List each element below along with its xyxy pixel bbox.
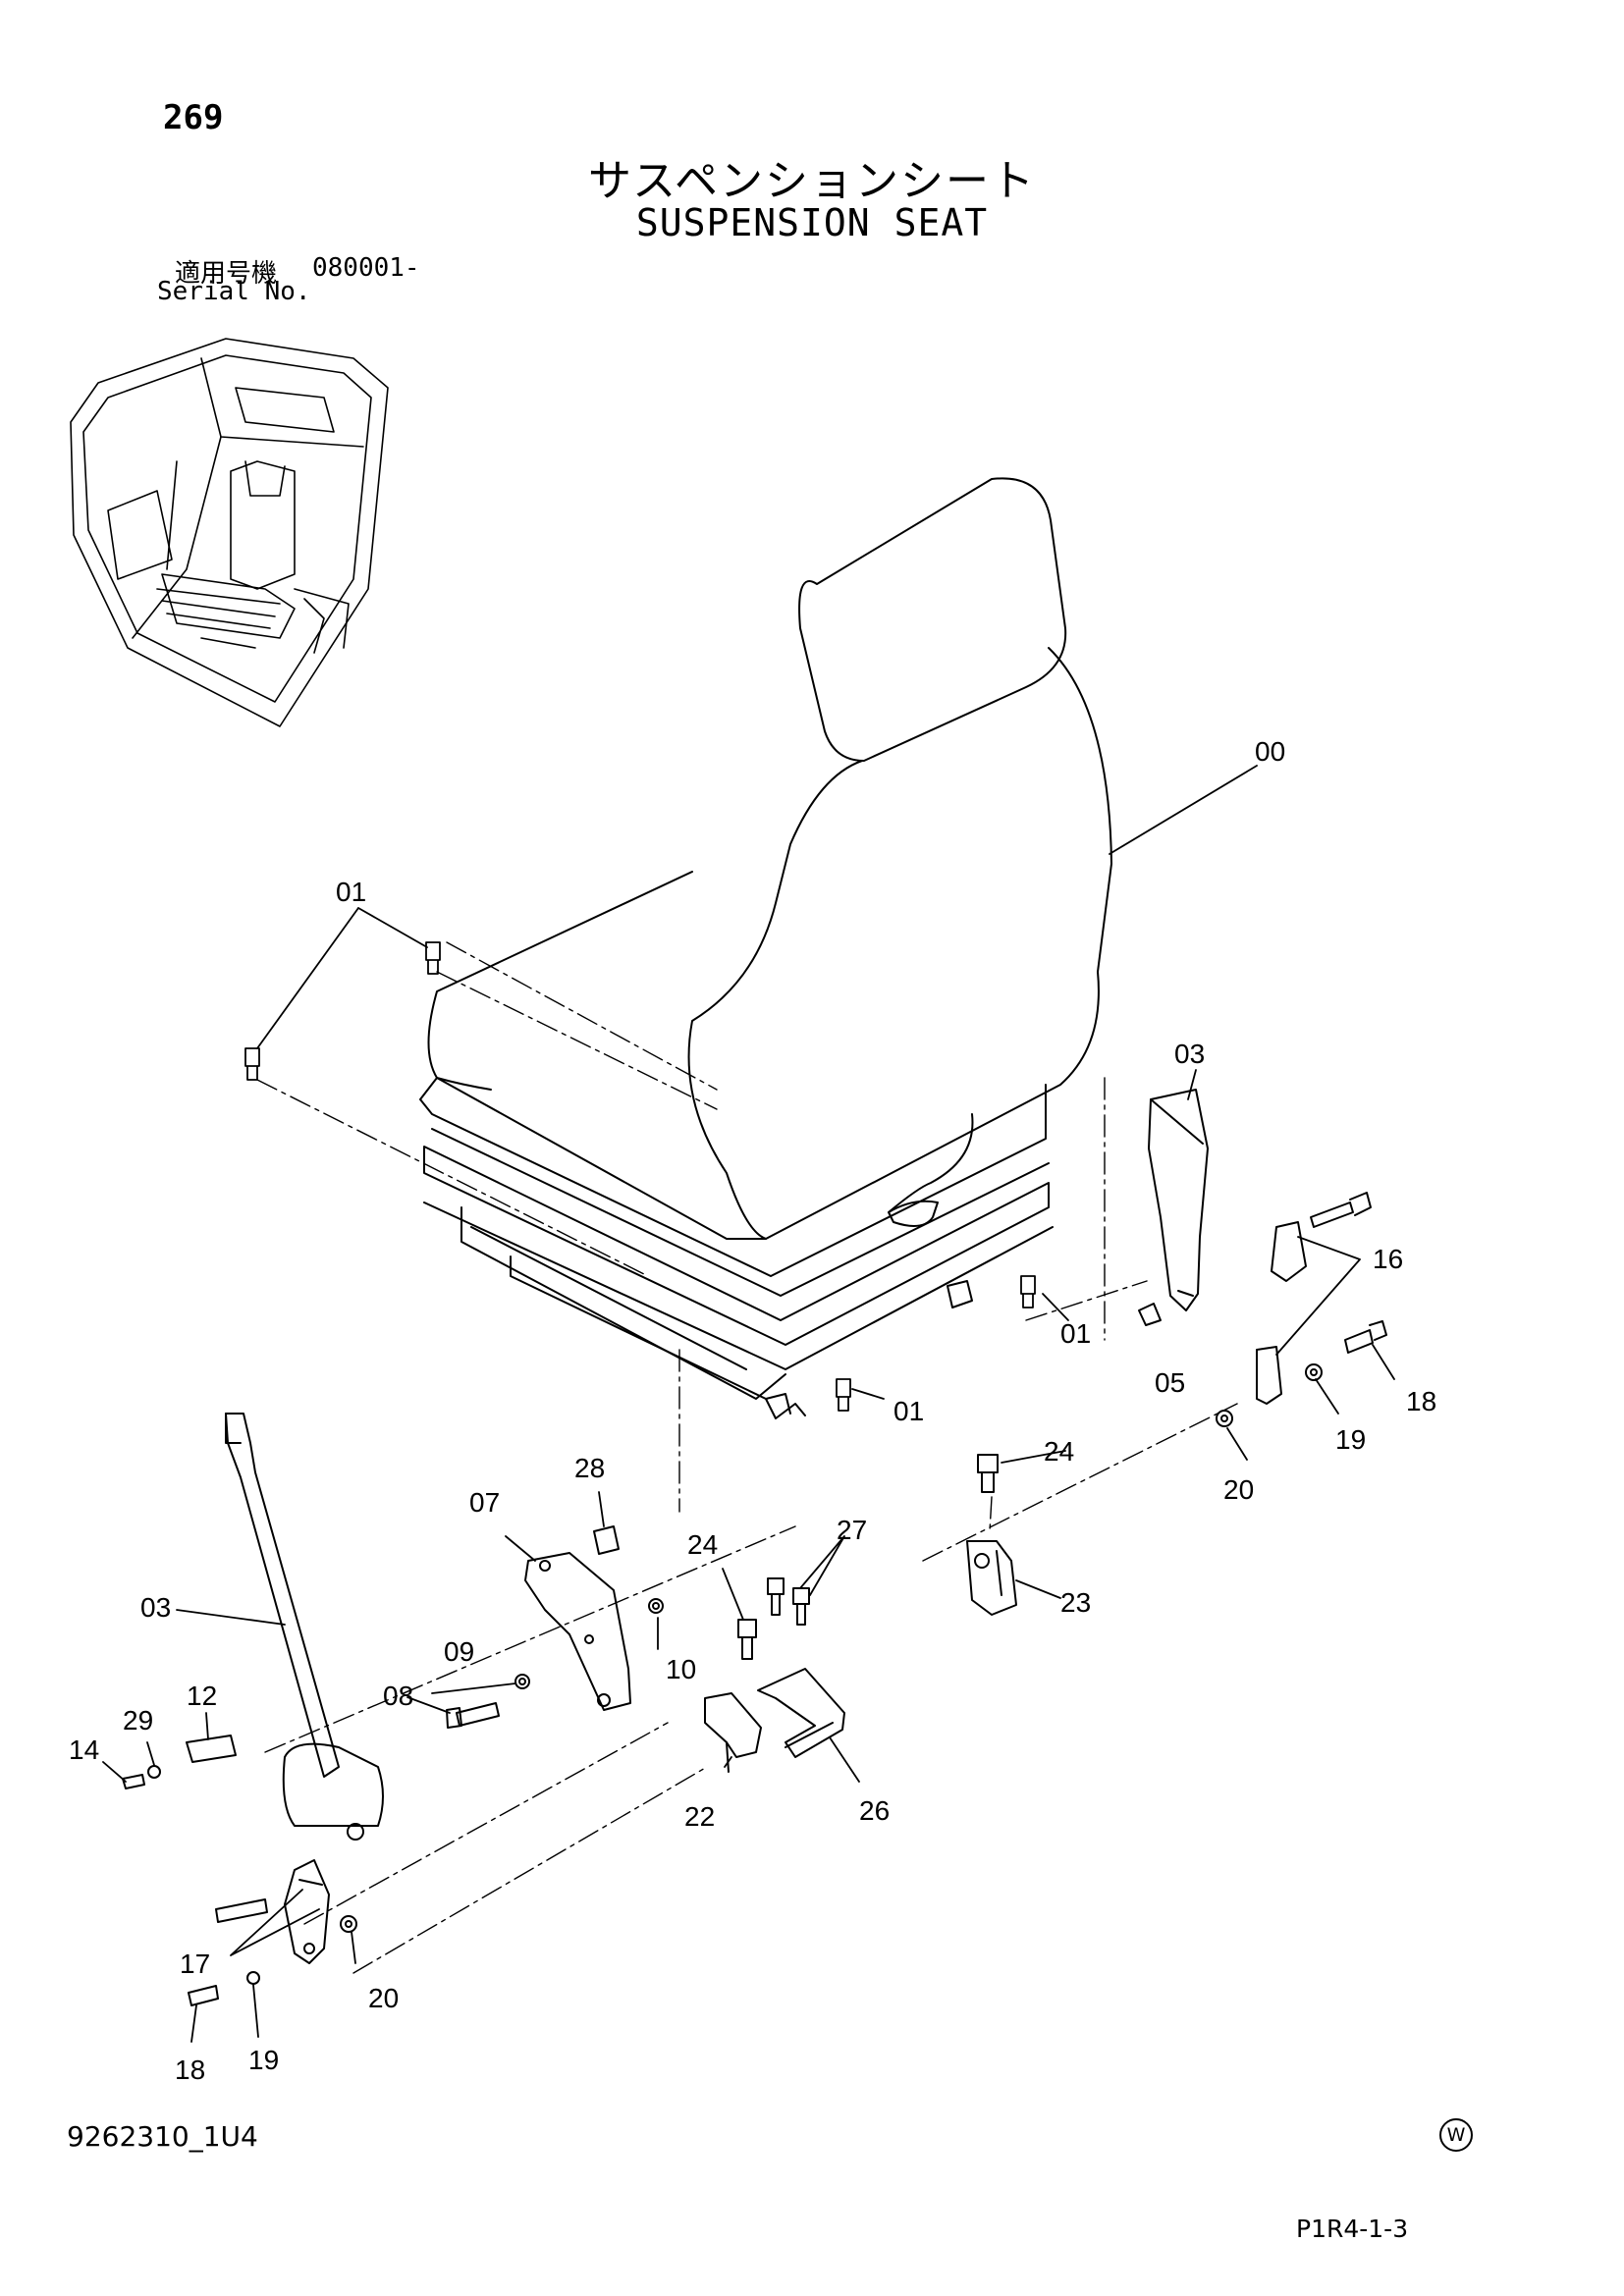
callout-26: 26 [859,1795,890,1826]
page-title-japanese: サスペンションシート [587,156,1037,206]
callout-labels: 00 01 01 01 01 03 03 05 07 08 09 10 12 1… [69,736,1436,2085]
callout-22: 22 [684,1801,715,1832]
callout-18: 18 [175,2055,205,2085]
callout-20: 20 [1223,1474,1254,1505]
left-seat-belt [122,1413,384,2006]
bolt-01 [244,941,1036,1412]
right-side-parts [966,1089,1387,1616]
serial-label-japanese: 適用号機 [175,259,278,289]
callout-27: 27 [837,1515,867,1545]
callout-14: 14 [69,1735,99,1765]
center-bottom-parts [446,1525,845,1773]
callout-12: 12 [187,1681,217,1711]
page-number: 269 [163,98,224,137]
leader-lines [102,765,1395,2043]
callout-24: 24 [1044,1436,1074,1467]
drawing-code: 9262310_1U4 [67,2120,258,2153]
page-code: P1R4-1-3 [1296,2215,1409,2243]
callout-29: 29 [123,1705,153,1735]
suspension-seat [244,477,1238,1974]
callout-19: 19 [1335,1424,1366,1455]
serial-label-english: Serial No. [157,277,311,306]
callout-23: 23 [1060,1587,1091,1618]
callout-03: 03 [140,1592,171,1623]
callout-18: 18 [1406,1386,1436,1416]
callout-09: 09 [444,1636,474,1667]
w-mark-icon: W [1439,2118,1473,2152]
callout-05: 05 [1155,1367,1185,1398]
callout-03: 03 [1174,1039,1205,1069]
callout-10: 10 [666,1654,696,1684]
callout-01: 01 [1060,1318,1091,1349]
callout-00: 00 [1255,736,1285,767]
serial-value: 080001- [312,253,420,283]
callout-24: 24 [687,1529,718,1560]
callout-16: 16 [1373,1244,1403,1274]
callout-19: 19 [248,2045,279,2075]
callout-28: 28 [574,1453,605,1483]
callout-01: 01 [336,877,366,907]
cab-thumbnail [70,338,389,727]
page-title-english: SUSPENSION SEAT [635,201,989,244]
callout-07: 07 [469,1487,500,1518]
callout-08: 08 [383,1681,413,1711]
callout-20: 20 [368,1983,399,2013]
callout-17: 17 [180,1949,210,1979]
callout-01: 01 [893,1396,924,1426]
